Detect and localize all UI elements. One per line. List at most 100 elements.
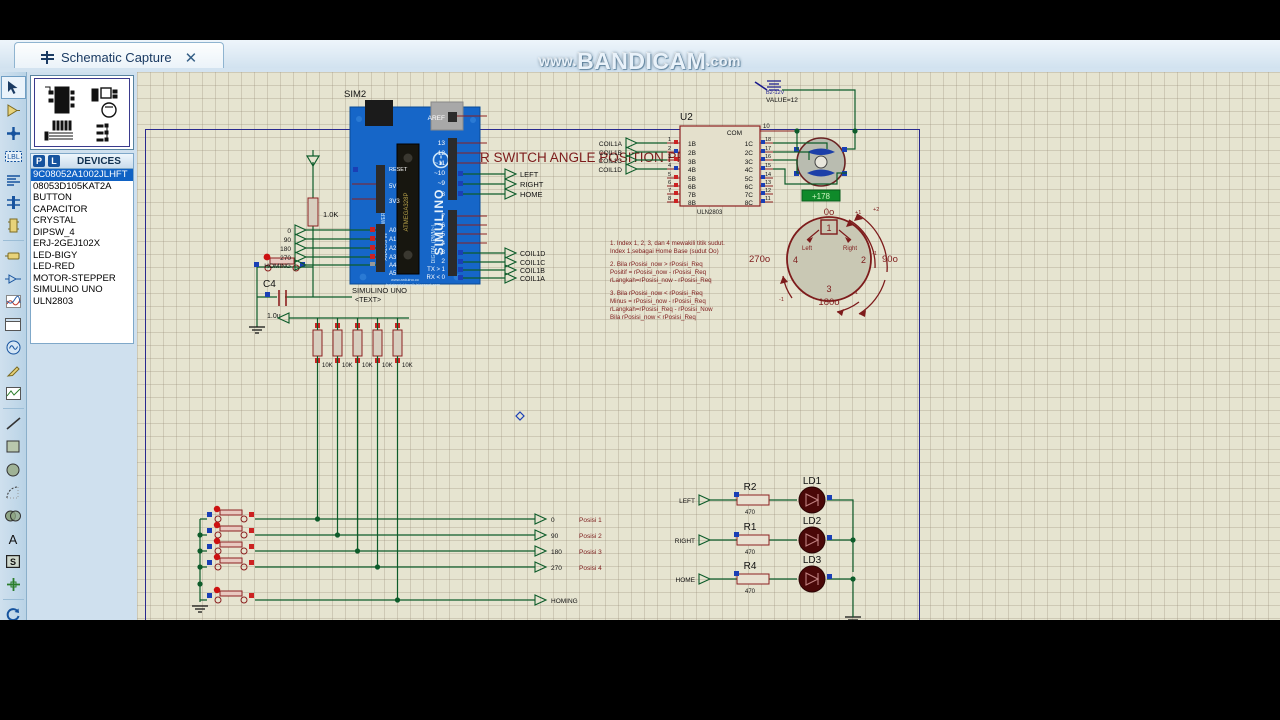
pin-label-12: 12 — [438, 150, 446, 157]
pin-label-10: ~10 — [434, 170, 445, 177]
selection-mode-icon[interactable] — [0, 76, 26, 99]
tab-schematic-capture[interactable]: Schematic Capture ✕ — [14, 42, 225, 72]
bandicam-watermark: www. BANDICAM .com — [505, 47, 775, 75]
terminal-label-coil1d: COIL1D — [520, 251, 545, 258]
posisi-label-4: Posisi 4 — [579, 565, 602, 572]
list-item[interactable]: BUTTON — [33, 192, 72, 203]
pin-label-reset: RESET — [389, 167, 408, 173]
rotate-clockwise-icon[interactable] — [1, 603, 26, 626]
terminal-a1-input — [294, 233, 308, 245]
graph-mode-icon[interactable] — [1, 290, 26, 313]
letterbox-lower-fill — [0, 620, 1280, 660]
schematic-canvas[interactable]: STEPPER MOTOR SWITCH ANGLE POSITION PROJ… — [137, 72, 1280, 660]
driver-pinnum-6: 6 — [668, 180, 671, 186]
ground-symbol-reset — [249, 326, 265, 334]
list-item[interactable]: SIMULINO UNO — [33, 284, 103, 295]
list-item[interactable]: LED-BIGY — [33, 249, 78, 261]
terminal-a4-input — [294, 259, 308, 271]
marker-tool-icon[interactable] — [1, 573, 26, 596]
list-item[interactable]: 9C08052A1002JLHFT — [31, 169, 133, 181]
note-line-8: rLangkah=rPosisi_Req - rPosisi_Now — [610, 306, 713, 313]
note-line-9: Bila rPosisi_now < rPosisi_Req — [610, 314, 696, 321]
notes-block: 1. Index 1, 2, 3, dan 4 mewakili titik s… — [610, 240, 725, 321]
list-item[interactable]: 08053D105KAT2A — [33, 180, 112, 192]
driver-in-8b: 8B — [688, 200, 696, 207]
driver-com-pin: 10 — [763, 124, 770, 130]
toolbar-divider-2 — [2, 408, 24, 409]
driver-in-7b: 7B — [688, 192, 696, 199]
arc-tool-icon[interactable] — [1, 481, 26, 504]
driver-input-wires — [637, 142, 667, 170]
list-item[interactable]: CRYSTAL — [33, 215, 76, 226]
text-tool-icon[interactable]: A — [1, 527, 26, 550]
led-resistor-value-r1: 470 — [745, 550, 756, 556]
driver-out-8c: 8C — [745, 200, 754, 207]
led-ref-ld2: LD2 — [803, 516, 822, 527]
left-panel: P L DEVICES 9C08052A1002JLHFT 08053D105K… — [27, 72, 137, 660]
terminal-mode-icon[interactable] — [1, 244, 26, 267]
position-button-3 — [207, 537, 254, 555]
pin-label-9: ~9 — [438, 180, 446, 187]
device-pin-icon[interactable] — [1, 267, 26, 290]
tab-label: Schematic Capture — [61, 50, 172, 65]
path-tool-icon[interactable] — [1, 504, 26, 527]
driver-terminal-coil1b — [625, 146, 639, 158]
list-item[interactable]: DIPSW_4 — [33, 226, 75, 238]
dial-step-minus1b: -1 — [779, 297, 784, 303]
schematic-capture-icon — [41, 51, 54, 64]
pullup-value-1: 10K — [322, 363, 333, 369]
virtual-instrument-icon[interactable] — [1, 382, 26, 405]
pin-label-3: ~3 — [438, 249, 446, 256]
led-terminal-home — [698, 573, 712, 585]
line-tool-icon[interactable] — [1, 412, 26, 435]
generator-mode-icon[interactable] — [1, 336, 26, 359]
pin-label-a0: A0 — [389, 228, 397, 234]
list-item[interactable]: MOTOR-STEPPER — [33, 272, 116, 284]
schematic-overview-preview[interactable] — [30, 75, 134, 150]
list-item[interactable]: LED-RED — [33, 261, 75, 272]
driver-label-coil1d: COIL1D — [599, 167, 623, 174]
led-label-home: HOME — [676, 577, 696, 584]
driver-pinnum-14: 14 — [765, 172, 771, 178]
switch-terminal-0 — [534, 513, 548, 525]
close-icon[interactable]: ✕ — [184, 49, 198, 67]
driver-pinnum-16: 16 — [765, 154, 771, 160]
junction-dot-icon[interactable] — [1, 122, 26, 145]
subcircuit-icon[interactable] — [1, 214, 26, 237]
circle-tool-icon[interactable] — [1, 458, 26, 481]
pick-devices-button[interactable]: P — [33, 155, 45, 167]
led-body-ld2 — [798, 526, 826, 554]
component-mode-icon[interactable] — [1, 99, 26, 122]
list-item[interactable]: ERJ-2GEJ102X — [33, 238, 101, 249]
devices-list[interactable]: 9C08052A1002JLHFT 08053D105KAT2A BUTTON … — [30, 169, 134, 344]
note-line-1: 1. Index 1, 2, 3, dan 4 mewakili titik s… — [610, 240, 725, 247]
led-terminal-left — [698, 494, 712, 506]
pin-label-a4: A4 — [389, 263, 397, 269]
dial-step-arcs — [782, 213, 888, 315]
terminal-label-coil1b: COIL1B — [520, 268, 545, 275]
bus-mode-icon[interactable] — [1, 191, 26, 214]
symbol-tool-icon[interactable]: S — [1, 550, 26, 573]
pin-label-tx1: TX > 1 — [427, 267, 446, 273]
wire-label-icon[interactable]: LBL — [1, 145, 26, 168]
dial-label-180: 180o — [818, 297, 839, 308]
power-pin-stubs — [352, 183, 376, 200]
board-url-2: belajarelektronik.blogspot.com — [386, 282, 441, 287]
dial-index-3: 3 — [826, 284, 831, 294]
switch-terminal-180 — [534, 545, 548, 557]
voltage-probe-icon[interactable] — [1, 359, 26, 382]
text-script-icon[interactable] — [1, 168, 26, 191]
list-item[interactable]: CAPACITOR — [33, 203, 88, 215]
terminal-coil1d — [504, 247, 518, 259]
library-button[interactable]: L — [48, 155, 60, 167]
driver-ref: U2 — [680, 112, 693, 123]
tape-recorder-icon[interactable] — [1, 313, 26, 336]
dial-index-2: 2 — [861, 255, 866, 265]
switch-bank-circuit: 10K 10K 10K 10K 10K — [192, 312, 602, 613]
preview-viewport — [34, 78, 130, 147]
driver-pinnum-8: 8 — [668, 196, 671, 202]
homing-button — [207, 586, 254, 604]
box-tool-icon[interactable] — [1, 435, 26, 458]
pin-label-a2: A2 — [389, 246, 397, 252]
list-item[interactable]: ULN2803 — [33, 295, 74, 307]
